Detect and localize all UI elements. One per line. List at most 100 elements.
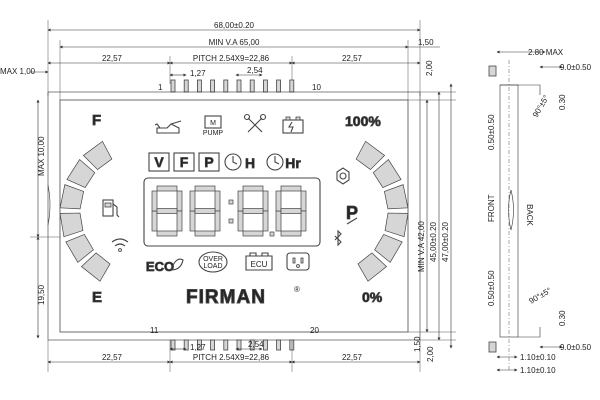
bottom-dimensions: 1,27 2,54 22,57 PITCH 2.54X9=22,86 22,57… xyxy=(47,336,435,372)
pin xyxy=(276,339,282,351)
digit-segment xyxy=(194,208,216,214)
bluetooth-icon xyxy=(334,229,342,247)
percent-full-label: 100% xyxy=(345,113,381,129)
side-angle-bottom-label: 90°±5° xyxy=(528,286,553,306)
brand-logo: FIRMAN xyxy=(186,287,266,308)
bottom-margin-label: 1,50 xyxy=(413,336,422,352)
bottom-pin-spacing-label: 2,54 xyxy=(248,340,264,349)
left-dimensions: MAX 10,00 19,50 xyxy=(30,99,60,339)
top-pins xyxy=(170,79,295,93)
top-pin-spacing-label: 2,54 xyxy=(247,66,263,75)
pin xyxy=(276,79,282,93)
digit-segment xyxy=(151,210,158,232)
fuel-bar-segment xyxy=(59,184,85,210)
digit-segment xyxy=(156,230,178,237)
side-pin-offset-bottom-1-label: 9.0±0.50 xyxy=(560,343,592,352)
fuel-bar-segment xyxy=(66,158,96,189)
fuel-bar-segment xyxy=(65,234,94,263)
overload-line2: LOAD xyxy=(203,263,222,270)
pin xyxy=(196,79,202,93)
gear-icon xyxy=(336,167,350,185)
viewing-area-height-label: MIN V.A 42,00 xyxy=(417,221,426,272)
lcd-segments: F E 100% 0% M PUMP xyxy=(59,112,409,308)
pin xyxy=(236,339,242,351)
digit-segment xyxy=(237,210,244,232)
pin xyxy=(262,339,268,351)
parking-p-icon: P xyxy=(346,203,358,225)
pin xyxy=(170,79,176,93)
colon-separator xyxy=(228,199,234,224)
right-dimensions: MIN V.A 42,00 45,00±0.20 47,00±0.20 xyxy=(408,83,456,349)
pin-1-label: 1 xyxy=(158,83,163,92)
overall-width-label: 68,00±0.20 xyxy=(214,21,255,30)
wrench-icon xyxy=(243,113,267,133)
top-pin-height-label: 2,00 xyxy=(425,60,434,76)
side-pin-offset-top-label: 9.0±0.50 xyxy=(560,63,592,72)
pump-label: PUMP xyxy=(203,130,224,137)
fuel-empty-label: E xyxy=(92,289,102,306)
side-pin-offset-bottom-3-label: 1.10±0.10 xyxy=(520,366,556,375)
digit-panel xyxy=(143,177,321,247)
digit-segment xyxy=(300,210,307,232)
bottom-pitch-label: PITCH 2.54X9=22,86 xyxy=(193,353,270,362)
overload-line1: OVER xyxy=(203,256,223,263)
fuel-bar-segment xyxy=(383,184,409,210)
top-right-offset-label: 22,57 xyxy=(342,54,363,63)
fuel-bar-right xyxy=(355,140,409,282)
fuel-bar-segment xyxy=(384,212,409,238)
digit-segment xyxy=(262,190,269,212)
side-pin-len-top-label: 0.30 xyxy=(558,94,567,110)
back-label: BACK xyxy=(525,204,534,226)
fuel-bar-segment xyxy=(82,140,113,171)
outlet-icon xyxy=(286,252,310,271)
top-dimensions: 68,00±0.20 MIN V.A 65,00 1,50 22,57 22,5… xyxy=(0,20,440,100)
pin xyxy=(223,339,229,351)
top-left-offset-label: 22,57 xyxy=(102,54,123,63)
digit-segment xyxy=(262,210,269,232)
viewing-area-width-label: MIN V.A 65,00 xyxy=(209,38,260,47)
fuel-pump-icon xyxy=(102,199,120,218)
pin xyxy=(236,79,242,93)
fuel-bar-segment xyxy=(374,234,403,263)
digit-segment xyxy=(280,185,302,192)
eco-label: ECO xyxy=(146,259,174,274)
max-left-label: MAX 1,00 xyxy=(0,67,36,76)
pin-11-label: 11 xyxy=(150,326,159,335)
overall-height-label: 47,00±0.20 xyxy=(441,221,450,262)
digit-segment xyxy=(300,190,307,212)
top-margin-label: 1,50 xyxy=(418,38,434,47)
digit-segment xyxy=(214,190,221,212)
digit-segment xyxy=(194,185,216,192)
pin-10-label: 10 xyxy=(312,83,321,92)
bottom-pin-height-label: 2,00 xyxy=(426,346,435,362)
bottom-right-offset-label: 22,57 xyxy=(342,353,363,362)
digit-segment xyxy=(242,185,264,192)
digit-segment xyxy=(242,230,264,237)
digit-segment xyxy=(280,230,302,237)
digit-segment xyxy=(214,210,221,232)
pin xyxy=(196,339,202,351)
unit-row: V F P H Hr xyxy=(148,152,302,172)
oil-can-icon xyxy=(154,120,182,134)
pin xyxy=(289,79,295,93)
wifi-icon xyxy=(111,238,129,252)
digit-segment xyxy=(237,190,244,212)
bottom-pin-width-label: 1,27 xyxy=(190,343,206,352)
side-view: 2.80 MAX 9.0±0.50 90°±5° 0.30 0.50±0.50 … xyxy=(487,48,592,375)
unit-p-label: P xyxy=(204,154,213,170)
unit-h-label: H xyxy=(245,155,255,171)
front-label: FRONT xyxy=(487,194,496,222)
ecu-label: ECU xyxy=(251,260,268,269)
digit-segment xyxy=(151,190,158,212)
digit-segment xyxy=(176,210,183,232)
fuel-bar-left xyxy=(59,140,113,282)
lcd-glass xyxy=(47,91,421,341)
digit-segment xyxy=(242,208,264,214)
pin xyxy=(183,79,189,93)
pump-icon: M PUMP xyxy=(203,115,224,137)
unit-v-label: V xyxy=(154,154,164,170)
fuel-bar-segment xyxy=(59,212,84,238)
side-pin-pos-bottom-label: 0.50±0.50 xyxy=(487,270,496,306)
percent-empty-label: 0% xyxy=(362,289,383,305)
